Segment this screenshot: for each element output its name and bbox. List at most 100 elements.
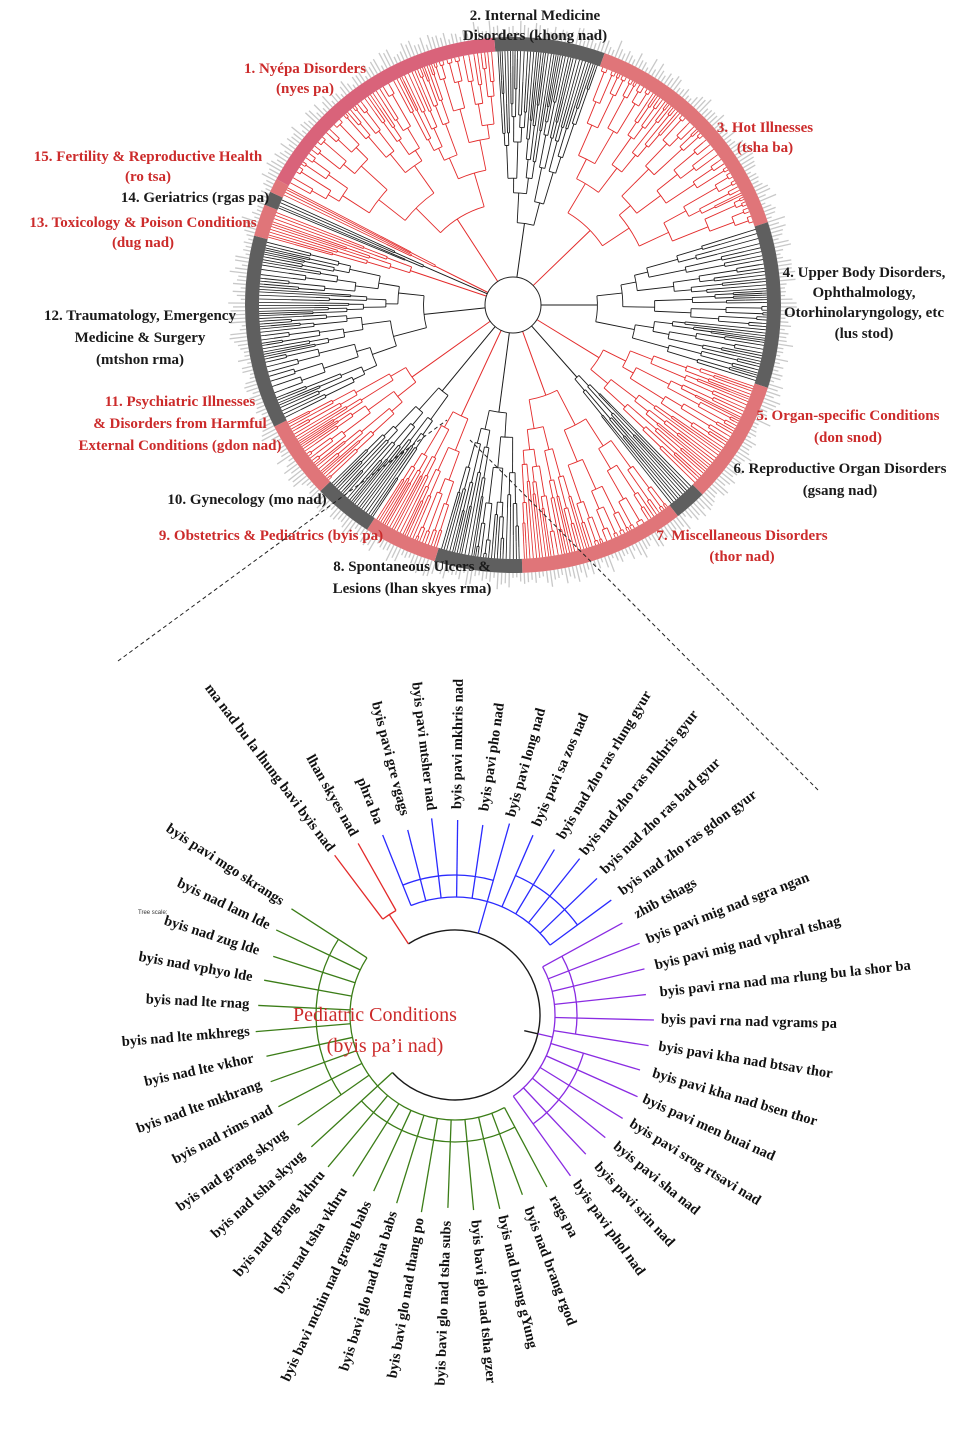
branch — [454, 57, 457, 62]
branch — [274, 218, 375, 256]
branch — [270, 322, 301, 327]
branch — [539, 1066, 624, 1119]
branch — [347, 240, 365, 248]
branch — [349, 268, 381, 277]
histogram-bar — [742, 160, 755, 169]
branch — [682, 384, 714, 400]
branch — [737, 408, 744, 412]
branch — [486, 430, 491, 448]
branch — [282, 335, 320, 342]
branch — [379, 108, 394, 128]
branch — [756, 362, 761, 365]
branch — [522, 51, 525, 82]
branch — [430, 818, 442, 898]
branch — [263, 351, 278, 355]
histogram-bar — [648, 535, 652, 541]
branch — [556, 55, 563, 84]
branch — [316, 456, 329, 467]
branch — [724, 336, 761, 343]
branch — [631, 121, 657, 153]
branch — [308, 402, 340, 421]
branch — [695, 338, 735, 347]
branch — [615, 73, 619, 78]
branch — [741, 201, 746, 204]
branch — [547, 942, 640, 980]
histogram-bar — [758, 411, 768, 417]
branch — [263, 256, 272, 259]
branch — [627, 121, 637, 136]
branch — [477, 552, 479, 557]
branch — [657, 427, 682, 450]
branch — [686, 264, 725, 273]
branch — [730, 180, 735, 183]
histogram-bar — [728, 140, 736, 147]
branch — [747, 215, 752, 218]
branch — [422, 491, 438, 528]
branch — [440, 64, 445, 67]
branch — [561, 57, 572, 97]
branch — [423, 425, 442, 455]
branch — [632, 435, 646, 449]
branch — [356, 347, 371, 353]
branch — [259, 298, 292, 301]
branch — [454, 531, 460, 553]
branch — [502, 74, 505, 94]
branch — [676, 113, 681, 117]
histogram-bar — [330, 504, 336, 511]
branch — [714, 194, 738, 207]
histogram-bar — [496, 25, 499, 38]
branch — [654, 95, 658, 100]
branch — [672, 109, 676, 113]
branch — [345, 247, 347, 250]
histogram-bar — [281, 451, 290, 458]
branch — [626, 85, 635, 99]
histogram-bar — [435, 35, 440, 48]
branch — [308, 153, 313, 157]
branch — [393, 391, 403, 403]
branch — [587, 386, 613, 415]
branch — [738, 198, 741, 202]
branch — [532, 104, 536, 126]
branch — [372, 413, 395, 434]
histogram-bar — [341, 516, 350, 528]
branch — [350, 295, 367, 298]
branch — [708, 427, 722, 437]
branch — [711, 393, 727, 401]
branch — [482, 123, 495, 127]
branch — [597, 94, 614, 129]
branch — [701, 234, 737, 247]
branch — [473, 518, 481, 557]
branch — [735, 220, 749, 227]
branch — [487, 503, 493, 540]
histogram-bar — [706, 489, 716, 498]
branch — [629, 377, 664, 400]
branch — [340, 366, 362, 376]
histogram-bar — [617, 551, 624, 563]
branch — [351, 405, 366, 416]
branch — [549, 121, 555, 138]
branch — [310, 453, 317, 459]
branch — [652, 106, 657, 110]
branch — [416, 101, 423, 113]
histogram-bar — [249, 372, 255, 376]
branch — [718, 183, 733, 193]
branch — [411, 111, 428, 141]
branch — [343, 115, 347, 119]
branch — [427, 493, 443, 532]
branch — [591, 490, 600, 509]
branch — [627, 526, 630, 531]
branch — [728, 431, 733, 434]
histogram-bar — [772, 238, 779, 241]
branch — [335, 138, 340, 143]
histogram-bar — [340, 93, 345, 98]
histogram-bar — [604, 40, 610, 54]
branch — [724, 384, 751, 395]
branch — [699, 371, 715, 378]
branch — [627, 436, 681, 497]
branch — [672, 415, 686, 426]
branch — [527, 426, 544, 430]
branch — [759, 263, 764, 266]
branch — [667, 110, 671, 115]
branch — [475, 442, 481, 445]
branch — [300, 434, 317, 446]
